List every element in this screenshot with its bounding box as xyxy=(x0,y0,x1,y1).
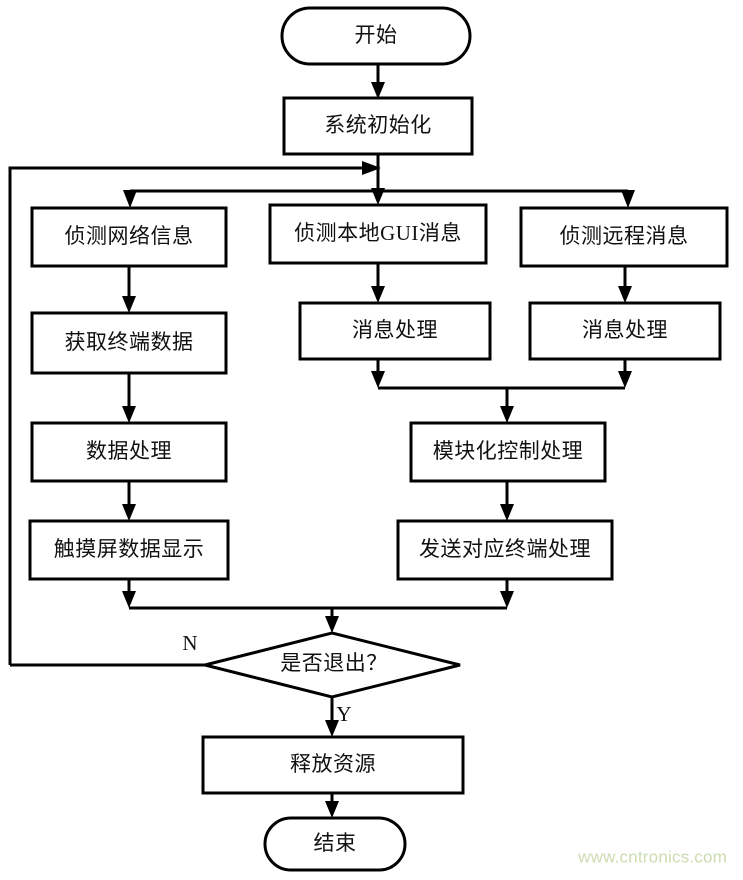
node-message-process-remote-shape xyxy=(528,301,722,361)
edge-msg-remote-to-merge xyxy=(618,359,632,388)
edge-send-term-to-lower-merge xyxy=(500,579,514,608)
node-send-terminal-label: 发送对应终端处理 xyxy=(419,537,591,561)
node-detect-remote-label: 侦测远程消息 xyxy=(560,224,689,248)
node-data-process-label: 数据处理 xyxy=(86,439,172,463)
node-modular-control-label: 模块化控制处理 xyxy=(433,439,584,463)
node-data-process[interactable]: 数据处理 xyxy=(30,421,228,483)
edge-data-proc-to-display xyxy=(122,481,136,521)
edge-get-data-to-data-proc xyxy=(122,373,136,423)
node-get-terminal-data-shape xyxy=(30,311,228,375)
node-detect-network-shape xyxy=(30,206,228,268)
node-end-shape xyxy=(263,816,407,872)
edge-fanout-to-detect-net xyxy=(123,190,137,208)
node-is-exit-decision-label: 是否退出？ xyxy=(280,651,388,675)
node-touchscreen-display-label: 触摸屏数据显示 xyxy=(54,537,205,561)
node-touchscreen-display-shape xyxy=(28,519,230,581)
node-touchscreen-display[interactable]: 触摸屏数据显示 xyxy=(28,519,230,581)
node-message-process-gui-label: 消息处理 xyxy=(352,318,438,342)
node-modular-control-shape xyxy=(409,421,607,483)
edge-display-to-lower-merge xyxy=(122,579,136,608)
node-sys-init[interactable]: 系统初始化 xyxy=(282,96,474,156)
node-message-process-gui[interactable]: 消息处理 xyxy=(298,301,492,361)
edge-start-to-sys-init xyxy=(371,64,385,99)
node-send-terminal-shape xyxy=(396,519,614,581)
node-start-label: 开始 xyxy=(355,23,398,47)
node-detect-remote[interactable]: 侦测远程消息 xyxy=(519,206,729,268)
node-detect-local-gui[interactable]: 侦测本地GUI消息 xyxy=(268,203,488,265)
node-sys-init-shape xyxy=(282,96,474,156)
node-free-resources-label: 释放资源 xyxy=(290,752,376,776)
edge-msg-gui-to-merge xyxy=(371,359,385,388)
node-free-resources-shape xyxy=(201,735,465,795)
branch-label-yes: Y xyxy=(336,702,351,726)
node-is-exit-decision-shape xyxy=(204,631,461,699)
node-data-process-shape xyxy=(30,421,228,483)
node-sys-init-label: 系统初始化 xyxy=(324,113,432,137)
node-start-shape xyxy=(280,6,472,66)
node-message-process-gui-shape xyxy=(298,301,492,361)
node-start[interactable]: 开始 xyxy=(280,6,472,66)
connector-layer xyxy=(8,64,635,818)
edge-loopback-return xyxy=(8,161,381,665)
edge-fanout-to-detect-remote xyxy=(621,190,635,208)
node-modular-control[interactable]: 模块化控制处理 xyxy=(409,421,607,483)
edge-merge-to-modular-ctrl xyxy=(500,388,514,423)
edge-merge-to-decision xyxy=(325,608,339,633)
node-end[interactable]: 结束 xyxy=(263,816,407,872)
edge-modular-to-send-term xyxy=(500,481,514,521)
node-send-terminal[interactable]: 发送对应终端处理 xyxy=(396,519,614,581)
node-detect-local-gui-label: 侦测本地GUI消息 xyxy=(294,221,462,245)
node-get-terminal-data[interactable]: 获取终端数据 xyxy=(30,311,228,375)
edge-free-res-to-end xyxy=(325,793,339,818)
node-end-label: 结束 xyxy=(314,831,357,855)
node-detect-network[interactable]: 侦测网络信息 xyxy=(30,206,228,268)
node-detect-network-label: 侦测网络信息 xyxy=(65,224,194,248)
node-get-terminal-data-label: 获取终端数据 xyxy=(65,330,194,354)
edge-detect-net-to-get-data xyxy=(122,266,136,313)
node-is-exit-decision[interactable]: 是否退出？ xyxy=(204,631,461,699)
edge-detect-gui-to-msg-proc xyxy=(371,263,385,303)
node-detect-local-gui-shape xyxy=(268,203,488,265)
edge-detect-remote-to-msg-proc xyxy=(618,266,632,303)
edge-decision-yes xyxy=(325,697,339,737)
edge-fanout-to-detect-gui xyxy=(371,188,385,205)
node-message-process-remote-label: 消息处理 xyxy=(582,318,668,342)
node-free-resources[interactable]: 释放资源 xyxy=(201,735,465,795)
node-message-process-remote[interactable]: 消息处理 xyxy=(528,301,722,361)
watermark-label: www.cntronics.com xyxy=(577,847,727,866)
node-detect-remote-shape xyxy=(519,206,729,268)
branch-label-no: N xyxy=(182,631,197,655)
